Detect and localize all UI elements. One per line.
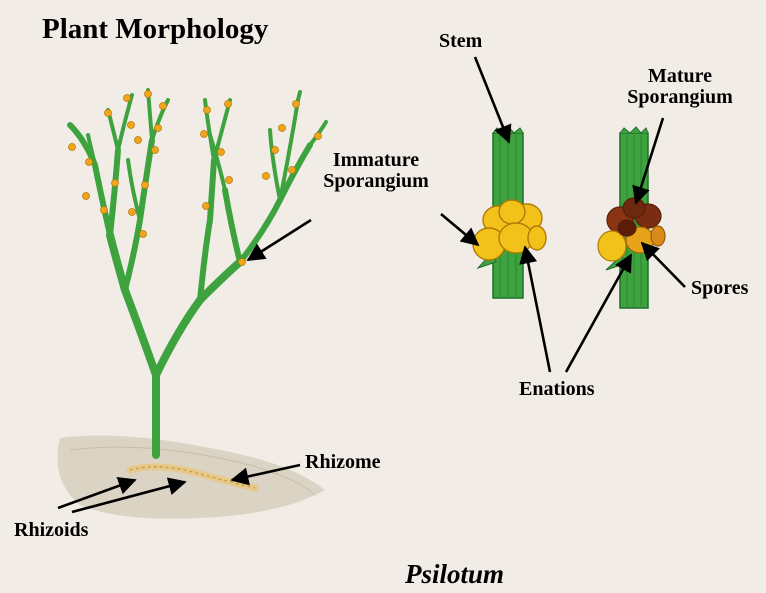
psilotum-plant (70, 90, 326, 455)
label-rhizome: Rhizome (305, 452, 381, 473)
label-mature-line2: Sporangium (612, 87, 748, 108)
label-enations: Enations (519, 379, 595, 400)
label-immature-line1: Immature (308, 150, 444, 171)
label-mature-sporangium: Mature Sporangium (612, 66, 748, 108)
label-immature-line2: Sporangium (308, 171, 444, 192)
label-rhizoids: Rhizoids (14, 520, 88, 541)
diagram-title: Plant Morphology (42, 14, 268, 44)
genus-name: Psilotum (405, 560, 504, 588)
label-spores: Spores (691, 278, 748, 299)
mature-stem-detail (598, 127, 665, 308)
immature-sporangium-shape (473, 200, 546, 260)
immature-stem-detail (473, 127, 546, 298)
label-mature-line1: Mature (612, 66, 748, 87)
label-stem: Stem (439, 31, 482, 52)
label-immature-sporangium: Immature Sporangium (308, 150, 444, 192)
